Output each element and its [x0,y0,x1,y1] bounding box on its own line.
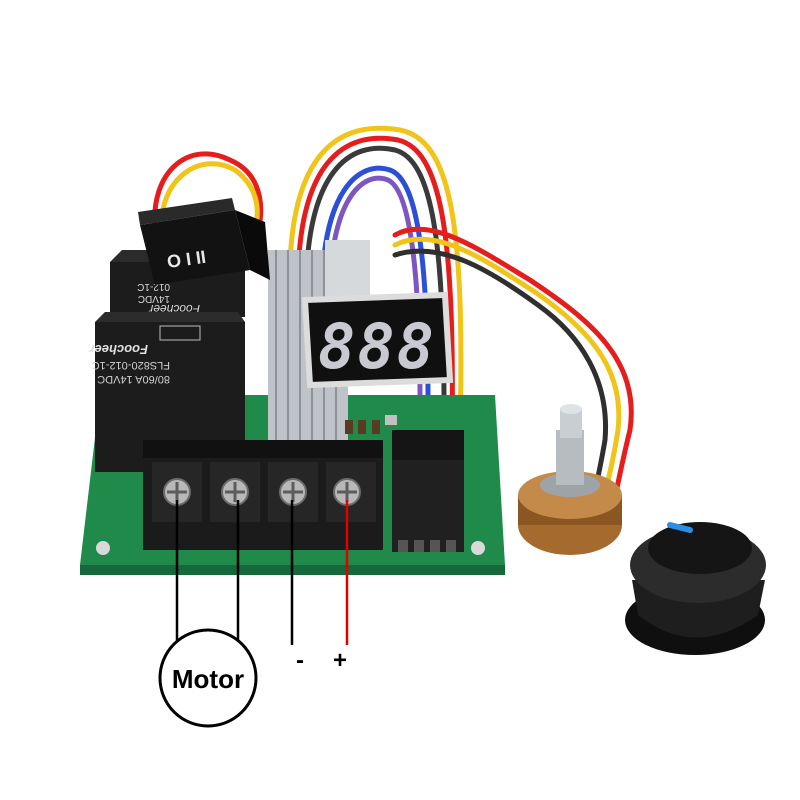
terminal-screw [221,478,249,506]
relay-schematic [159,325,201,341]
mounting-hole [96,541,110,555]
terminal-screw [333,478,361,506]
relay-back-rating: 14VDC [138,293,170,304]
led-display: 888 [301,291,454,389]
knob[interactable] [625,522,766,655]
potentiometer [518,404,622,555]
display-digits: 888 [318,310,436,383]
relay-back-model: 012-1C [137,281,170,292]
plus-label: + [333,647,347,674]
signal-connector [392,430,464,552]
rocker-switch[interactable]: O I II [138,198,270,285]
motor-symbol: Motor [158,628,258,728]
wire-harness [152,125,634,523]
knob-marker [667,522,693,533]
smd-components [345,415,397,434]
relay-front-rating: 80/60A 14VDC [97,373,170,385]
terminal-block [143,440,383,550]
relay-front-brand: Foocheer [89,342,148,357]
mounting-hole [471,541,485,555]
minus-label: - [296,647,304,674]
motor-label: Motor [172,664,244,694]
annotation-lines [175,500,349,645]
relay-front-model: FLS820-012-1C [92,359,170,371]
